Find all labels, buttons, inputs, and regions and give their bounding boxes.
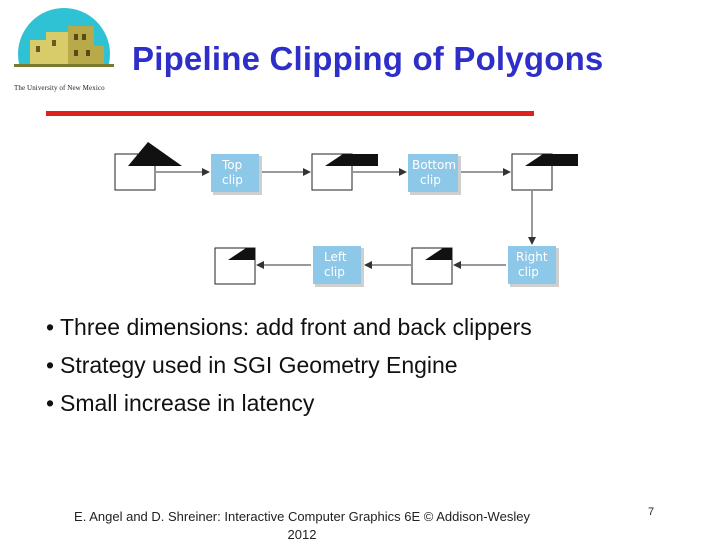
page-number: 7 bbox=[648, 506, 655, 518]
right-clip-stage: Right clip bbox=[508, 246, 559, 287]
left-clip-stage: Left clip bbox=[313, 246, 364, 287]
left-clip-label-line1: Left bbox=[324, 250, 347, 264]
bullet-item: •Three dimensions: add front and back cl… bbox=[46, 308, 532, 346]
citation-line2: 2012 bbox=[287, 527, 317, 542]
top-clip-stage: Top clip bbox=[211, 154, 262, 195]
bullet-text: Small increase in latency bbox=[60, 390, 315, 416]
left-clip-label-line2: clip bbox=[324, 265, 345, 279]
polygon-output-box bbox=[214, 247, 256, 285]
university-logo bbox=[8, 6, 120, 100]
polygon-input-box bbox=[114, 142, 182, 191]
citation-line1: E. Angel and D. Shreiner: Interactive Co… bbox=[74, 509, 530, 524]
bottom-clip-label-line2: clip bbox=[420, 173, 441, 187]
bullet-list: •Three dimensions: add front and back cl… bbox=[46, 308, 532, 422]
bullet-icon: • bbox=[46, 352, 55, 378]
slide-title: Pipeline Clipping of Polygons bbox=[132, 40, 604, 77]
polygon-after-right-clip-box bbox=[411, 247, 453, 285]
polygon-after-bottom-clip-box bbox=[511, 153, 578, 191]
right-clip-label-line1: Right bbox=[516, 250, 548, 264]
building-emblem-icon bbox=[8, 8, 120, 100]
bullet-icon: • bbox=[46, 314, 55, 340]
bullet-icon: • bbox=[46, 390, 55, 416]
right-clip-label-line2: clip bbox=[518, 265, 539, 279]
title-divider bbox=[46, 111, 534, 116]
polygon-after-top-clip-box bbox=[311, 153, 378, 191]
top-clip-label-line1: Top bbox=[221, 158, 242, 172]
bullet-text: Three dimensions: add front and back cli… bbox=[60, 314, 532, 340]
footer-citation: E. Angel and D. Shreiner: Interactive Co… bbox=[40, 508, 564, 544]
bullet-item: •Small increase in latency bbox=[46, 384, 532, 422]
clipping-pipeline-diagram: Top clip Bottom clip Left clip Right cli… bbox=[114, 142, 578, 287]
logo-caption: The University of New Mexico bbox=[14, 84, 105, 92]
top-clip-label-line2: clip bbox=[222, 173, 243, 187]
bullet-text: Strategy used in SGI Geometry Engine bbox=[60, 352, 458, 378]
bottom-clip-label-line1: Bottom bbox=[412, 158, 456, 172]
bottom-clip-stage: Bottom clip bbox=[408, 154, 461, 195]
bullet-item: •Strategy used in SGI Geometry Engine bbox=[46, 346, 532, 384]
